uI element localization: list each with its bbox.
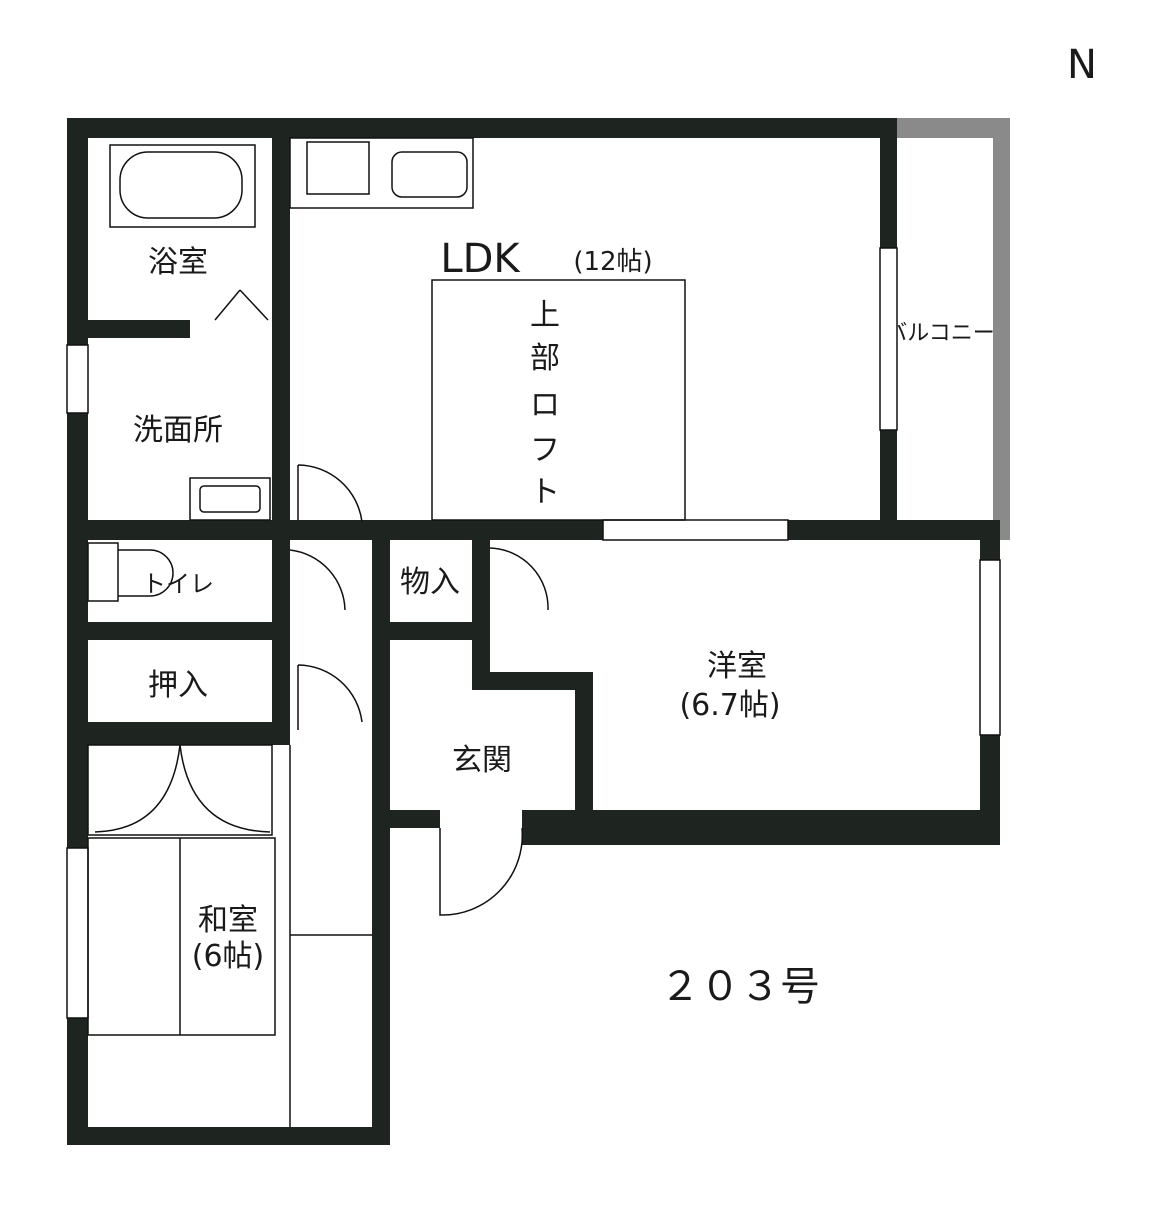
bath-label: 浴室	[148, 245, 208, 280]
svg-text:ト: ト	[530, 475, 560, 510]
unit-number: ２０３号	[660, 964, 820, 1010]
svg-text:フ: フ	[530, 433, 560, 468]
balcony: バルコニー	[885, 118, 1010, 540]
loft-label: 上 部 ロ フ ト	[530, 298, 560, 510]
japanese-room-label: 和室	[198, 903, 258, 938]
storage-label: 物入	[400, 565, 460, 600]
western-room-size: (6.7帖)	[679, 688, 780, 723]
compass-north: N	[1067, 42, 1097, 88]
svg-text:部: 部	[530, 341, 560, 376]
western-room-label: 洋室	[707, 649, 767, 684]
closet-label: 押入	[148, 668, 208, 703]
toilet-label: トイレ	[142, 570, 214, 598]
svg-text:ロ: ロ	[530, 388, 560, 423]
washroom-label: 洗面所	[133, 413, 223, 448]
entrance-label: 玄関	[452, 743, 512, 778]
windows	[66, 247, 1001, 1019]
loft-outline	[431, 279, 686, 521]
ldk-size: (12帖)	[573, 247, 652, 277]
ldk-label: LDK	[440, 236, 521, 282]
svg-text:上: 上	[530, 298, 560, 333]
japanese-room-size: (6帖)	[192, 939, 265, 974]
balcony-label: バルコニー	[885, 321, 995, 346]
fixtures	[87, 137, 686, 1127]
